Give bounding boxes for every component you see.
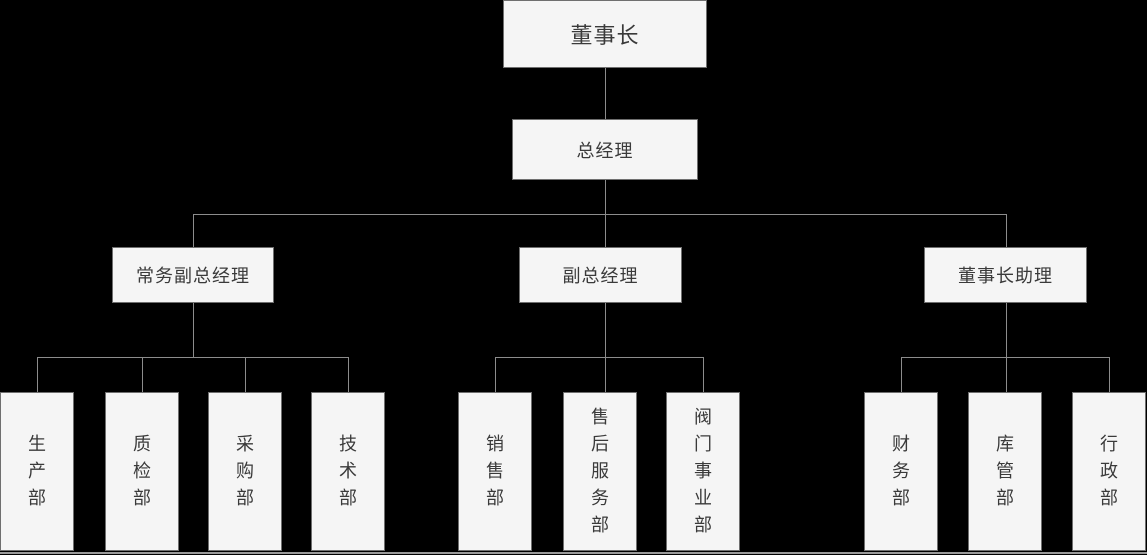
node-label: 行政部	[1100, 434, 1118, 508]
node-label: 财务部	[892, 434, 910, 508]
node-label: 常务副总经理	[136, 266, 250, 286]
node-general-manager[interactable]: 总经理	[512, 119, 698, 180]
node-label: 董事长助理	[958, 266, 1053, 286]
node-sales-dept[interactable]: 销售部	[458, 392, 532, 551]
connector-line	[605, 303, 606, 392]
connector-line	[1006, 303, 1007, 392]
connector-line	[142, 357, 143, 392]
node-label: 销售部	[486, 434, 504, 508]
connector-line	[245, 357, 246, 392]
node-warehouse-dept[interactable]: 库管部	[968, 392, 1042, 551]
connector-line	[37, 357, 38, 392]
node-quality-inspection-dept[interactable]: 质检部	[105, 392, 179, 551]
connector-line	[495, 357, 496, 392]
connector-line	[901, 357, 902, 392]
node-label: 库管部	[996, 434, 1014, 508]
connector-line	[1006, 214, 1007, 247]
node-finance-dept[interactable]: 财务部	[864, 392, 938, 551]
connector-line	[703, 357, 704, 392]
node-label: 生产部	[28, 434, 46, 508]
node-production-dept[interactable]: 生产部	[0, 392, 74, 551]
node-label: 阀门事业部	[694, 407, 712, 535]
connector-line	[193, 214, 194, 247]
node-deputy-gm[interactable]: 副总经理	[519, 247, 682, 303]
node-label: 采购部	[236, 434, 254, 508]
connector-line	[605, 214, 606, 247]
bottom-edge-line	[0, 552, 1147, 554]
node-label: 质检部	[133, 434, 151, 508]
connector-line	[348, 357, 349, 392]
connector-line	[37, 357, 348, 358]
node-label: 总经理	[576, 140, 634, 161]
node-label: 售后服务部	[591, 407, 609, 535]
node-label: 技术部	[339, 434, 357, 508]
node-label: 董事长	[570, 23, 640, 48]
connector-line	[193, 214, 1006, 215]
node-purchasing-dept[interactable]: 采购部	[208, 392, 282, 551]
connector-line	[605, 180, 606, 214]
connector-line	[901, 357, 1109, 358]
node-chairman-assistant[interactable]: 董事长助理	[924, 247, 1087, 303]
connector-line	[1109, 357, 1110, 392]
node-after-sales-service-dept[interactable]: 售后服务部	[563, 392, 637, 551]
node-executive-deputy-gm[interactable]: 常务副总经理	[112, 247, 274, 303]
node-administration-dept[interactable]: 行政部	[1072, 392, 1146, 551]
connector-line	[193, 303, 194, 357]
connector-line	[605, 68, 606, 119]
node-valve-business-dept[interactable]: 阀门事业部	[666, 392, 740, 551]
node-chairman[interactable]: 董事长	[503, 0, 707, 68]
node-label: 副总经理	[562, 266, 639, 286]
node-technology-dept[interactable]: 技术部	[311, 392, 385, 551]
connector-line	[495, 357, 703, 358]
